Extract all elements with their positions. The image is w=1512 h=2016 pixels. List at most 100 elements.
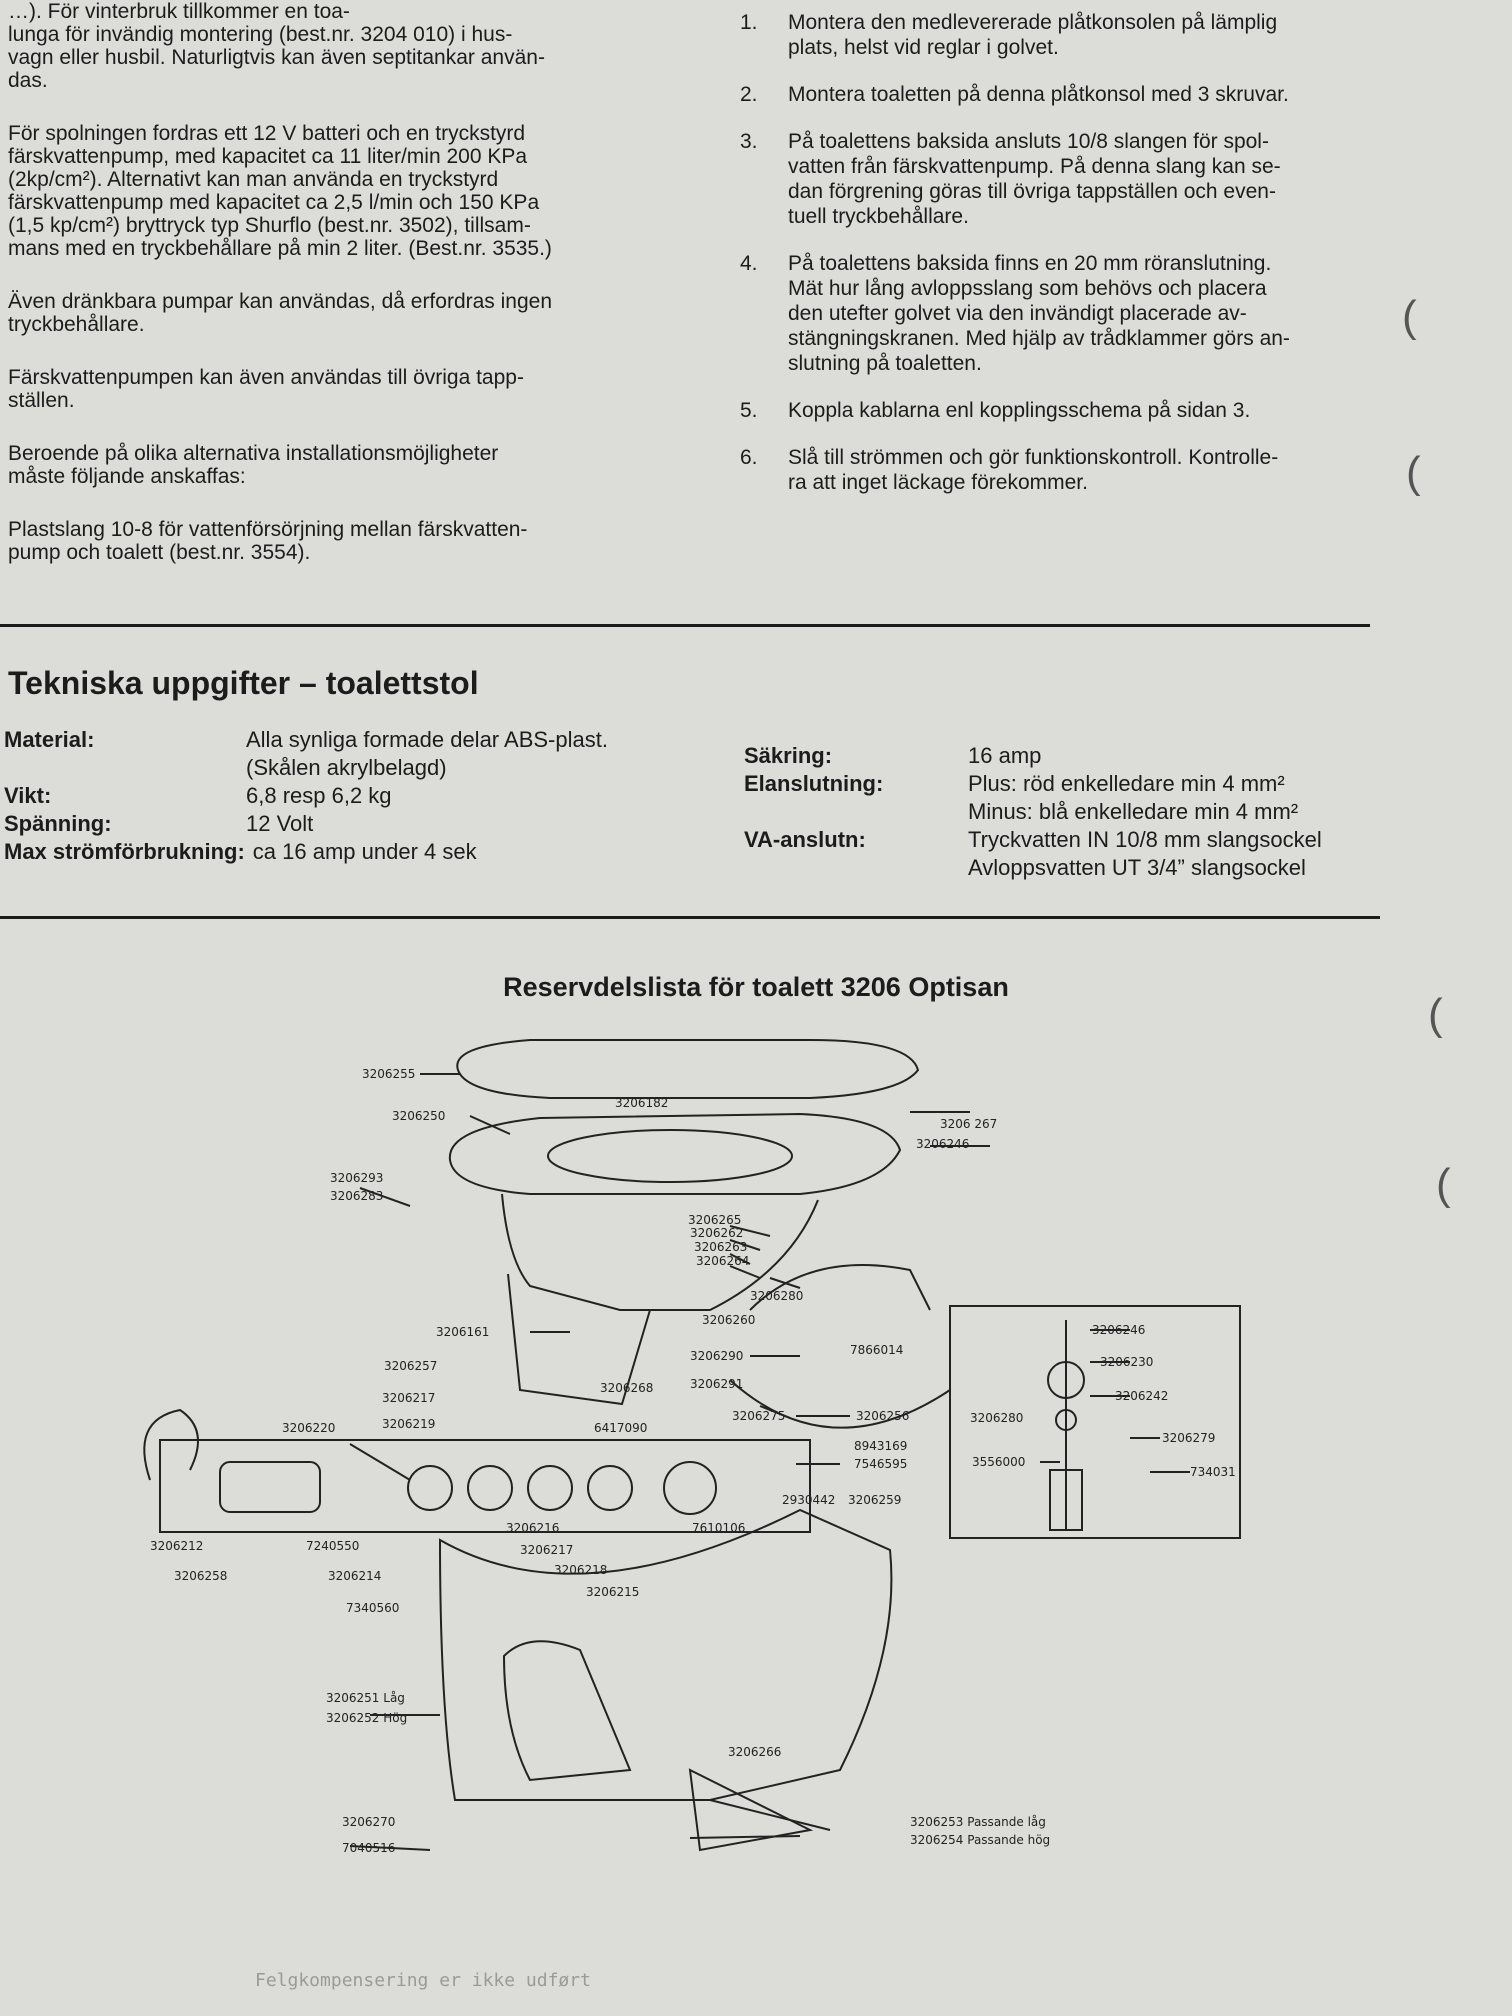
part-label: 3206264 bbox=[696, 1254, 749, 1268]
intro-paragraph: Även dränkbara pumpar kan användas, då e… bbox=[8, 290, 553, 336]
toilet-bowl bbox=[501, 1193, 819, 1311]
part-label: 6417090 bbox=[594, 1421, 647, 1435]
part-label: 3206280 bbox=[750, 1289, 803, 1303]
part-label: 3206182 bbox=[615, 1096, 668, 1110]
diagram-title: Reservdelslista för toalett 3206 Optisan bbox=[503, 972, 1009, 1002]
section-title: Tekniska uppgifter – toalettstol bbox=[8, 665, 479, 701]
part-label: 3206279 bbox=[1162, 1431, 1215, 1445]
part-label: 3206266 bbox=[728, 1745, 781, 1759]
part-label: 3206216 bbox=[506, 1521, 559, 1535]
binder-ring-mark: ( bbox=[1436, 1160, 1451, 1209]
spec-label: Spänning: bbox=[4, 811, 112, 836]
exploded-view-diagram: 3206255 3206250 3206182 3206 267 3206246… bbox=[143, 1039, 1241, 1855]
part-label: 3206246 bbox=[916, 1137, 969, 1151]
part-label: 3206255 bbox=[362, 1067, 415, 1081]
section-divider bbox=[0, 624, 1370, 627]
part-label: 3206257 bbox=[384, 1359, 437, 1373]
spec-value: 12 Volt bbox=[246, 811, 314, 836]
water-hose bbox=[749, 1264, 931, 1311]
spec-label: Säkring: bbox=[744, 743, 833, 768]
intro-paragraph: För spolningen fordras ett 12 V batteri … bbox=[8, 122, 552, 260]
spec-row: Spänning: 12 Volt bbox=[4, 810, 724, 838]
binder-ring-mark: ( bbox=[1406, 448, 1421, 497]
seat-opening bbox=[547, 1129, 793, 1183]
part-label: 3206280 bbox=[970, 1411, 1023, 1425]
part-label: 7340560 bbox=[346, 1601, 399, 1615]
part-label: 3206161 bbox=[436, 1325, 489, 1339]
step-item: 5. Koppla kablarna enl kopplingsschema p… bbox=[740, 398, 1360, 423]
step-text: Slå till strömmen och gör funktionskontr… bbox=[788, 446, 1279, 494]
part-label: 3206214 bbox=[328, 1569, 381, 1583]
part-label: 3206242 bbox=[1115, 1389, 1168, 1403]
pump-motor bbox=[219, 1461, 321, 1513]
step-text: På toalettens baksida ansluts 10/8 slang… bbox=[788, 130, 1281, 228]
part-label: 7240550 bbox=[306, 1539, 359, 1553]
installation-steps: 1. Montera den medlevererade plåtkonsole… bbox=[740, 10, 1360, 517]
part-label: 3206270 bbox=[342, 1815, 395, 1829]
base-panel bbox=[502, 1640, 632, 1782]
part-label: 3206212 bbox=[150, 1539, 203, 1553]
part-label: 3206218 bbox=[554, 1563, 607, 1577]
part-label: 3206252 Hög bbox=[326, 1711, 407, 1725]
part-label: 3206215 bbox=[586, 1585, 639, 1599]
valve-part bbox=[1049, 1469, 1083, 1531]
part-label: 3206251 Låg bbox=[326, 1691, 405, 1705]
pump-part bbox=[467, 1465, 513, 1511]
step-item: 6. Slå till strömmen och gör funktionsko… bbox=[740, 445, 1360, 495]
part-label: 3206230 bbox=[1100, 1355, 1153, 1369]
step-item: 1. Montera den medlevererade plåtkonsole… bbox=[740, 10, 1360, 60]
part-label: 3206253 Passande låg bbox=[910, 1815, 1046, 1829]
specs-left-column: Material: Alla synliga formade delar ABS… bbox=[4, 726, 724, 866]
step-number: 3. bbox=[740, 130, 758, 153]
part-label: 3206250 bbox=[392, 1109, 445, 1123]
valve-detail-box bbox=[949, 1305, 1241, 1539]
part-label: 3206291 bbox=[690, 1377, 743, 1391]
part-label: 3206217 bbox=[520, 1543, 573, 1557]
step-number: 4. bbox=[740, 252, 758, 275]
spec-value: 16 amp bbox=[968, 743, 1042, 768]
section-divider bbox=[0, 916, 1380, 919]
part-label: 3206268 bbox=[600, 1381, 653, 1395]
step-number: 1. bbox=[740, 11, 758, 34]
intro-paragraph: …). För vinterbruk tillkommer en toa- lu… bbox=[8, 0, 545, 92]
part-label: 8943169 bbox=[854, 1439, 907, 1453]
spec-row: Vikt: 6,8 resp 6,2 kg bbox=[4, 782, 724, 810]
part-label: 3206254 Passande hög bbox=[910, 1833, 1050, 1847]
spec-label: Max strömförbrukning: bbox=[4, 839, 245, 864]
toilet-seat bbox=[448, 1112, 902, 1195]
spec-value: Tryckvatten IN 10/8 mm slangsockel Avlop… bbox=[968, 827, 1322, 880]
step-number: 6. bbox=[740, 446, 758, 469]
part-label: 3206263 bbox=[694, 1240, 747, 1254]
pump-assembly-box bbox=[159, 1439, 811, 1533]
spec-value: ca 16 amp under 4 sek bbox=[252, 839, 477, 864]
step-text: Montera den medlevererade plåtkonsolen p… bbox=[788, 11, 1278, 59]
pump-part bbox=[587, 1465, 633, 1511]
spec-value: Alla synliga formade delar ABS-plast. (S… bbox=[246, 727, 608, 780]
pump-part bbox=[527, 1465, 573, 1511]
spec-value: Plus: röd enkelledare min 4 mm² Minus: b… bbox=[968, 771, 1299, 824]
part-label: 3206262 bbox=[690, 1226, 743, 1240]
step-number: 2. bbox=[740, 83, 758, 106]
part-label: 3556000 bbox=[972, 1455, 1025, 1469]
intro-paragraph: Beroende på olika alternativa installati… bbox=[8, 442, 499, 488]
part-label: 7866014 bbox=[850, 1343, 903, 1357]
spec-label: VA-anslutn: bbox=[744, 827, 866, 852]
part-label: 3206256 bbox=[856, 1409, 909, 1423]
step-item: 4. På toalettens baksida finns en 20 mm … bbox=[740, 251, 1360, 376]
part-label: 3206260 bbox=[702, 1313, 755, 1327]
step-text: Montera toaletten på denna plåtkonsol me… bbox=[788, 83, 1289, 106]
spec-label: Vikt: bbox=[4, 783, 52, 808]
part-label: 7546595 bbox=[854, 1457, 907, 1471]
step-number: 5. bbox=[740, 399, 758, 422]
part-label: 3206283 bbox=[330, 1189, 383, 1203]
pump-part bbox=[663, 1461, 717, 1515]
part-label: 734031 bbox=[1190, 1465, 1236, 1479]
part-label: 3206275 bbox=[732, 1409, 785, 1423]
part-label: 3206219 bbox=[382, 1417, 435, 1431]
part-label: 3206290 bbox=[690, 1349, 743, 1363]
drain-hose bbox=[729, 1379, 951, 1429]
footer-text: Felgkompensering er ikke udført bbox=[255, 1970, 591, 1991]
step-item: 2. Montera toaletten på denna plåtkonsol… bbox=[740, 82, 1360, 107]
toilet-base bbox=[438, 1508, 893, 1801]
binder-ring-mark: ( bbox=[1402, 292, 1417, 341]
